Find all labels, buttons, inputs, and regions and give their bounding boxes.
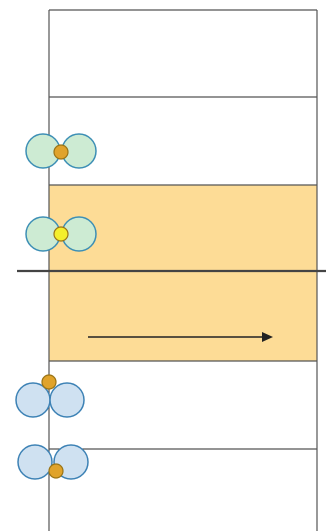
blue-molecule-gold-top: [15, 374, 85, 418]
top-atom: [41, 374, 57, 390]
arrow-head: [262, 332, 273, 342]
green-molecule-gold-center: [25, 133, 97, 169]
left-lobe: [17, 444, 53, 480]
green-molecule-yellow-center: [25, 216, 97, 252]
center-atom: [53, 144, 69, 160]
blue-molecule-gold-bottom: [17, 444, 89, 480]
center-atom: [53, 226, 69, 242]
direction-arrow: [88, 332, 273, 342]
right-lobe: [49, 382, 85, 418]
bottom-atom: [48, 463, 64, 479]
highlighted-band: [49, 185, 317, 361]
